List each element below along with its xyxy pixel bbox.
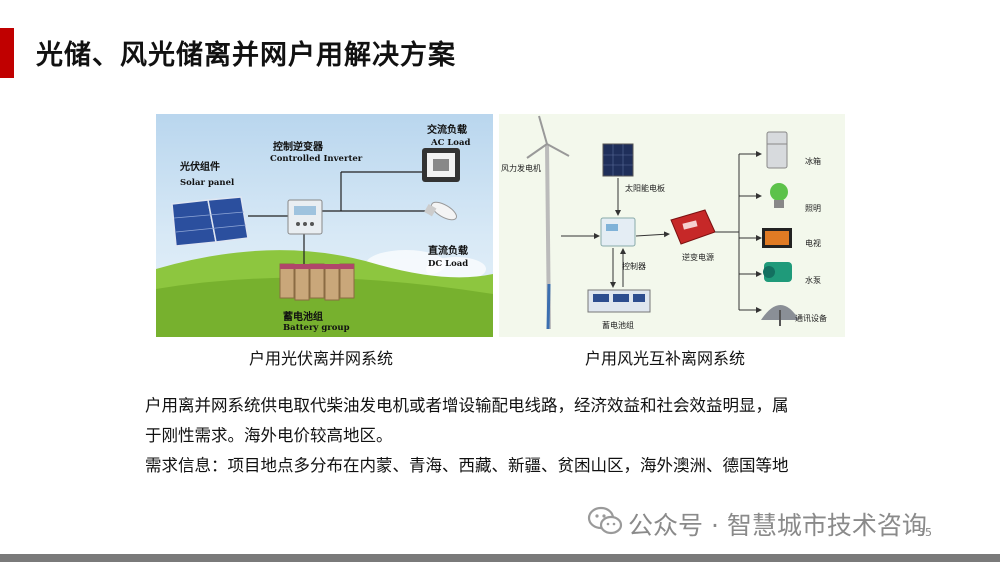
dc-load-label-en: DC Load [428,259,469,269]
inverter-icon [287,199,323,235]
inverter-label-cn: 控制逆变器 [273,142,323,153]
wind-turbine-label: 风力发电机 [501,164,541,173]
monitor-icon [422,148,460,182]
comm-equipment-label: 通讯设备 [795,314,827,323]
controller-icon [600,217,636,247]
satellite-dish-icon [761,305,799,326]
wind-turbine-icon [526,115,570,330]
battery-label: 蓄电池组 [602,321,634,330]
footer-bar [0,554,1000,562]
tv-icon [762,228,792,248]
page-number: 35 [918,526,932,539]
tv-label: 电视 [805,239,821,248]
ac-load-label-en: AC Load [431,138,471,148]
watermark-text: 公众号 · 智慧城市技术咨询 [628,511,927,540]
battery-icon [587,289,651,313]
pump-icon [763,262,792,282]
wind-solar-diagram [526,115,799,330]
battery-label-en: Battery group [283,323,350,333]
body-line-2: 于刚性需求。海外电价较高地区。 [145,426,393,445]
lighting-label: 照明 [805,204,821,213]
ac-load-label-cn: 交流负载 [427,125,467,136]
battery-group-icon [279,263,355,301]
fridge-label: 冰箱 [805,157,821,166]
controller-label: 控制器 [622,262,646,271]
inverter-label: 逆变电源 [682,253,714,262]
body-line-1: 户用离并网系统供电取代柴油发电机或者增设输配电线路，经济效益和社会效益明显，属 [145,396,789,415]
right-figure-caption: 户用风光互补离网系统 [585,349,746,368]
slide-title: 光储、风光储离并网户用解决方案 [36,40,456,71]
inverter-label-en: Controlled Inverter [270,154,363,164]
light-bulb-icon [424,201,457,221]
title-accent-bar [0,28,14,78]
solar-label-cn: 光伏组件 [180,162,220,173]
body-line-3: 需求信息：项目地点多分布在内蒙、青海、西藏、新疆、贫困山区，海外澳洲、德国等地 [145,456,789,475]
wechat-icon [587,506,623,535]
fridge-icon [766,131,788,169]
pump-label: 水泵 [805,276,821,285]
solar-panel-icon [602,143,634,177]
dc-load-label-cn: 直流负载 [428,246,468,257]
solar-label-en: Solar panel [180,178,235,188]
light-bulb-icon [770,183,788,208]
pv-system-illustration [156,148,493,337]
battery-label-cn: 蓄电池组 [283,312,323,323]
inverter-icon [670,209,716,245]
wind-solar-system-figure: 风力发电机 太阳能电板 控制器 逆变电源 蓄电池组 冰箱 照明 电视 水泵 通讯… [499,114,845,337]
solar-panel-icon [171,196,249,247]
pv-system-figure: 光伏组件 Solar panel 控制逆变器 Controlled Invert… [156,114,493,337]
solar-panel-label: 太阳能电板 [625,184,665,193]
left-figure-caption: 户用光伏离并网系统 [249,349,394,368]
